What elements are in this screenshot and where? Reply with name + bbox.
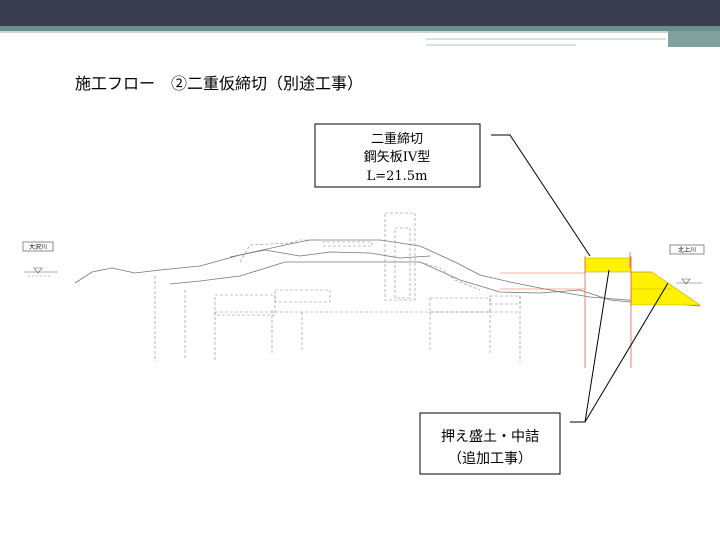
right-river-label: 北上川	[678, 246, 696, 254]
right-river-marker: 北上川	[669, 244, 705, 285]
structure-outlines	[154, 212, 521, 362]
callout-fill: 押え盛土・中詰 （追加工事）	[419, 269, 669, 475]
callout-top-line3: L=21.5m	[367, 169, 428, 184]
left-river-label: 大沢川	[29, 243, 47, 251]
header-band	[0, 0, 720, 26]
callout-sheet-pile: 二重締切 鋼矢板IV型 L=21.5m	[314, 123, 591, 257]
cofferdam-infill	[584, 257, 632, 273]
embankment-fill	[584, 257, 701, 306]
header-line	[0, 31, 720, 33]
page-title: 施工フロー ②二重仮締切（別途工事）	[75, 74, 364, 93]
callout-top-line1: 二重締切	[371, 131, 423, 147]
left-river-marker: 大沢川	[22, 241, 58, 277]
header-accent-line	[426, 38, 666, 40]
callout-top-line2: 鋼矢板IV型	[364, 150, 431, 165]
ground-profile	[74, 239, 701, 307]
callout-bottom-line2: （追加工事）	[448, 451, 532, 467]
sheet-piles	[500, 252, 652, 368]
counterweight-fill	[630, 271, 701, 306]
callout-bottom-line1: 押え盛土・中詰	[441, 429, 539, 445]
header-accent-line-short	[426, 44, 576, 46]
header-stripe	[0, 26, 720, 31]
header-accent-block	[668, 31, 720, 47]
